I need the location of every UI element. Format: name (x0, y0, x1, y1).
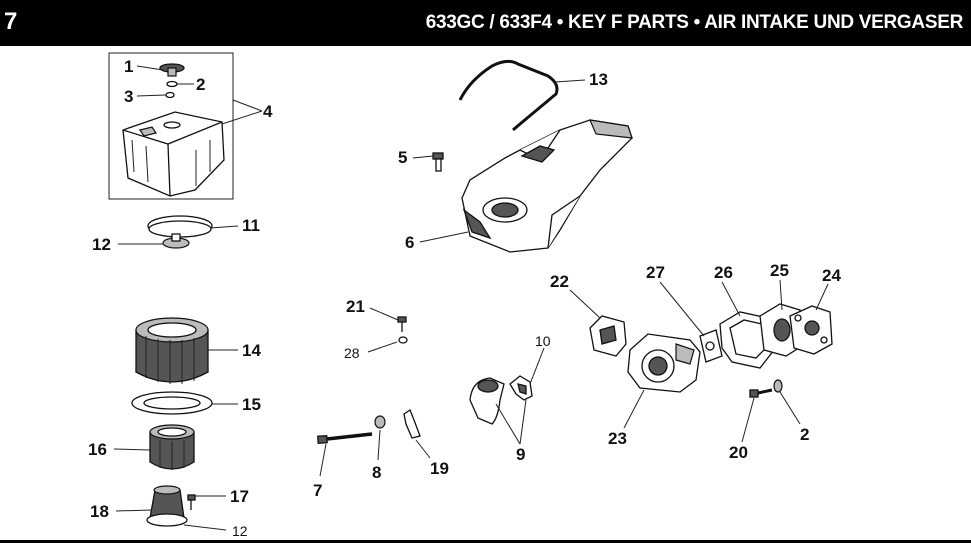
callout-13: 13 (589, 70, 608, 89)
part-screw-21 (397, 316, 407, 332)
callout-7: 7 (313, 481, 322, 500)
cover-group-box (108, 52, 234, 200)
callout-26: 26 (714, 263, 733, 282)
callout-5: 5 (398, 148, 407, 167)
bottom-rule (0, 540, 971, 543)
part-bracket-19 (403, 409, 421, 439)
page-header: 7 633GC / 633F4 • KEY F PARTS • AIR INTA… (0, 0, 971, 46)
leader-lines (113, 65, 829, 531)
callout-6: 6 (405, 233, 414, 252)
callout-1: 1 (124, 57, 133, 76)
callout-4: 4 (263, 102, 273, 121)
part-o-ring (165, 91, 175, 99)
part-filter-plate (147, 215, 213, 249)
callout-8: 8 (372, 463, 381, 482)
callout-28: 28 (344, 345, 360, 361)
part-bolt-20 (749, 388, 773, 398)
part-clamp (509, 375, 533, 401)
page-title: 633GC / 633F4 • KEY F PARTS • AIR INTAKE… (425, 12, 964, 33)
callout-19: 19 (430, 459, 449, 478)
part-flange-plate (789, 305, 833, 355)
callout-17: 17 (230, 487, 249, 506)
part-knob (159, 63, 185, 77)
callout-24: 24 (822, 266, 841, 285)
callout-12-bottom: 12 (232, 523, 248, 539)
callout-2-right: 2 (800, 425, 809, 444)
part-adapter-22 (589, 315, 627, 357)
callout-18: 18 (90, 502, 109, 521)
callout-15: 15 (242, 395, 261, 414)
callout-22: 22 (550, 272, 569, 291)
part-long-bolt (317, 432, 373, 444)
page-number: 7 (4, 8, 18, 35)
callout-25: 25 (770, 261, 789, 280)
part-washer-28 (398, 336, 408, 344)
part-gasket-27 (699, 329, 723, 363)
part-carburetor (627, 333, 701, 393)
callout-14: 14 (242, 341, 261, 360)
callout-21: 21 (346, 297, 365, 316)
callout-20: 20 (729, 443, 748, 462)
callout-27: 27 (646, 263, 665, 282)
callout-16: 16 (88, 440, 107, 459)
part-washer-small (166, 80, 178, 88)
callout-10: 10 (535, 333, 551, 349)
callout-11: 11 (242, 216, 260, 235)
part-screw-5 (432, 152, 444, 172)
callout-9: 9 (516, 445, 525, 464)
part-intake-boot (469, 377, 505, 425)
part-pre-filter (149, 424, 195, 470)
part-gasket-ring (131, 391, 213, 415)
callout-12-top: 12 (92, 235, 111, 254)
callout-23: 23 (608, 429, 627, 448)
part-washer-2b (773, 379, 783, 393)
callout-2: 2 (196, 75, 205, 94)
part-wire-bracket (458, 59, 559, 132)
part-washer-8 (374, 415, 386, 429)
part-filter-holder (146, 485, 188, 527)
parts-diagram: 1 2 3 4 11 12 14 15 16 17 18 12 13 5 6 2… (88, 52, 841, 539)
part-flange-gasket (719, 311, 775, 369)
part-small-screw (187, 494, 196, 510)
callout-3: 3 (124, 87, 133, 106)
part-intake-housing (461, 119, 633, 253)
part-filter-cover (122, 111, 225, 197)
part-filter-element (135, 317, 209, 384)
